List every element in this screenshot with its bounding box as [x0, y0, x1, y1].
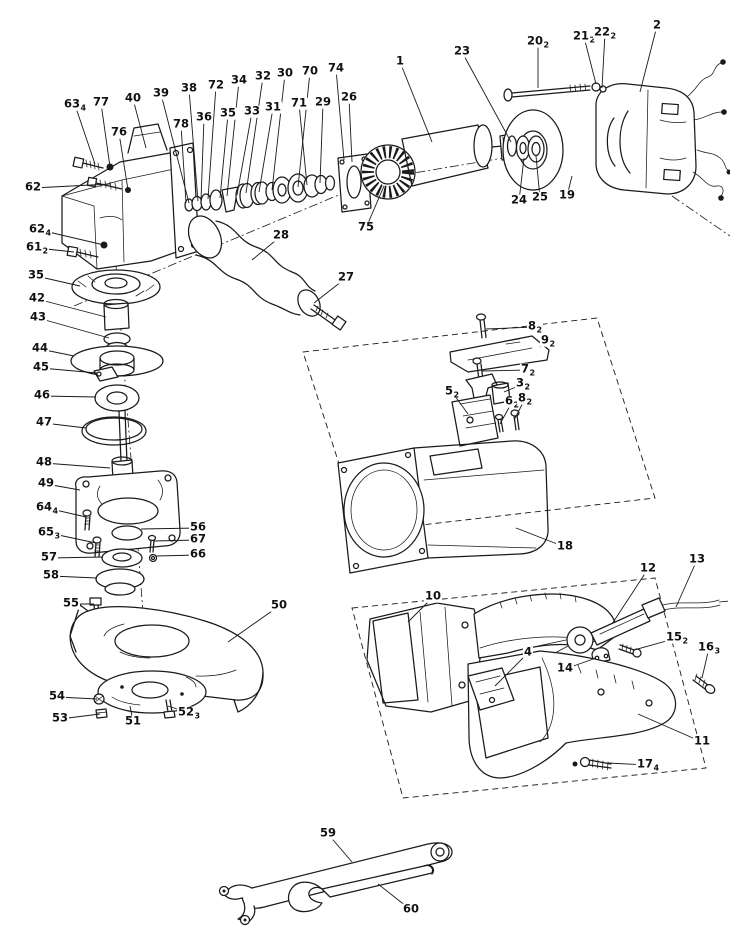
stator [595, 59, 730, 201]
fan-blades [362, 146, 414, 198]
spindle-stack [70, 269, 181, 623]
bearing-endcap-parts [502, 109, 564, 191]
cord-grommet [537, 597, 730, 661]
housing-screw-63 [72, 156, 114, 171]
housing-screw-62 [86, 176, 123, 191]
cord-clamp [591, 643, 642, 664]
motor-housing [337, 440, 549, 574]
screw-17 [572, 756, 612, 771]
screw-16 [692, 673, 716, 694]
side-handle [187, 215, 347, 331]
through-bolt [503, 82, 607, 102]
handle-lower-shell [467, 650, 677, 779]
ball-76 [125, 187, 131, 193]
switch-assembly [449, 313, 550, 447]
open-end-wrench [287, 864, 435, 913]
clamp-plate [93, 670, 207, 719]
